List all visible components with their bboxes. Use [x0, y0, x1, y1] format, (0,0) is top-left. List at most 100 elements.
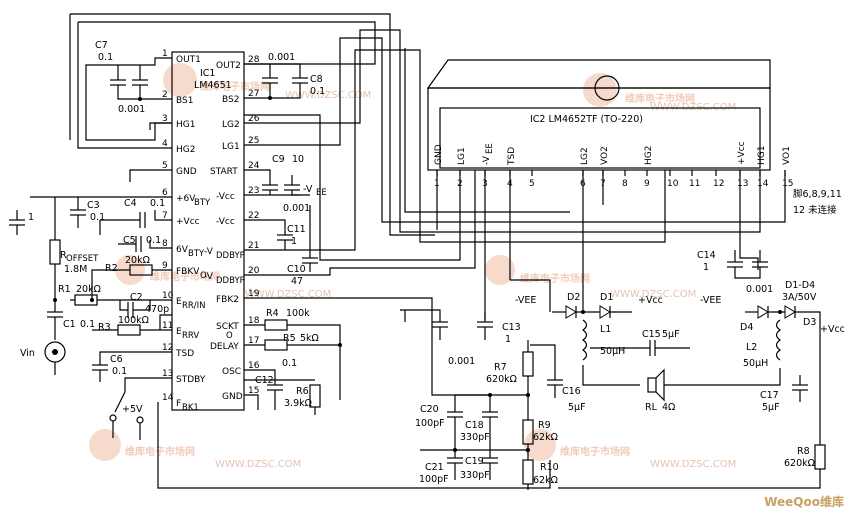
ic1-pin-number: 12	[162, 343, 173, 353]
value-c14: 1	[703, 262, 709, 273]
watermark-layer: 维库电子市场网 WWW.DZSC.COM 维库电子市场网 WWW.DZSC.CO…	[89, 63, 736, 470]
ic1-pin-subscript: DDBYP	[216, 251, 245, 261]
ic1-pin-number: 23	[248, 186, 259, 196]
ic1-pin-subscript: BK1	[182, 403, 199, 413]
value-r4: 100k	[286, 308, 310, 319]
label-r8: R8	[797, 446, 810, 457]
value-c1big: 1	[28, 212, 34, 223]
ic1-pin-number: 7	[162, 211, 168, 221]
ic2-label: IC2 LM4652TF (TO-220)	[530, 114, 643, 125]
ic1-pin-name: -V	[204, 272, 214, 282]
watermark-text: 维库电子市场网	[125, 445, 195, 458]
ic1-pin-number: 11	[162, 321, 173, 331]
value-l2: 50μH	[743, 358, 768, 369]
label-c5: C5	[123, 235, 136, 246]
ic1-pin-number: 17	[248, 336, 259, 346]
ic1-part: LM4651	[194, 80, 232, 91]
ic2-pin-name: HG1	[757, 146, 767, 165]
watermark-text: 维库电子市场网	[200, 80, 270, 93]
ic2-note-line2: 12 未连接	[793, 204, 837, 216]
watermark-url: WWW.DZSC.COM	[215, 459, 301, 470]
value-c2: 470p	[145, 304, 169, 315]
label-roffset-sub: OFFSET	[66, 254, 99, 264]
ic2-pin-number: 15	[782, 179, 793, 189]
ic1-pin-subscript: BTY	[194, 198, 211, 208]
label-c3: C3	[87, 200, 100, 211]
label-r4: R4	[266, 308, 279, 319]
label-d1: D1	[600, 292, 613, 303]
label-c17: C17	[760, 390, 779, 401]
label-r6: R6	[296, 386, 309, 397]
value-c7b: 0.001	[118, 104, 145, 115]
ic1-pin-number: 1	[162, 49, 168, 59]
value-c4: 0.1	[150, 198, 165, 209]
value-c8: 0.1	[310, 86, 325, 97]
ic1-pin-name: FBKV	[176, 267, 200, 277]
watermark-text: 维库电子市场网	[625, 92, 695, 105]
label-r5: R5	[283, 333, 296, 344]
ic1-pin-number: 22	[248, 211, 259, 221]
value-c9b: 0.001	[283, 203, 310, 214]
value-c12: 0.1	[282, 358, 297, 369]
label-r2: R2	[105, 263, 118, 274]
label-c11: C11	[287, 224, 306, 235]
ic2-pin-name: GND	[434, 144, 444, 165]
label-d2: D2	[567, 292, 580, 303]
ic1-pin-name: -Vcc	[216, 217, 235, 227]
label-r7: R7	[494, 362, 507, 373]
ic1-pin-name: SCKT	[216, 322, 239, 332]
ic1-pin-name: E	[176, 297, 182, 307]
label-c4: C4	[124, 198, 137, 209]
ic1-pin-name: F	[176, 399, 181, 409]
ic1-pin-name: HG2	[176, 145, 195, 155]
value-c11: 1	[291, 236, 297, 247]
value-c14b: 0.001	[746, 284, 773, 295]
label-c6: C6	[110, 354, 123, 365]
ic1-pin-number: 16	[248, 361, 260, 371]
label-c14: C14	[697, 250, 716, 261]
label-c2: C2	[130, 292, 143, 303]
ic1-pin-subscript: DDBYP	[216, 276, 245, 286]
label-r1: R1	[58, 284, 71, 295]
ic1-pin-number: 8	[162, 239, 168, 249]
ic1-pin-name: TSD	[175, 349, 194, 359]
ic2-pin-name: VO1	[782, 146, 792, 165]
wiring	[9, 13, 826, 490]
value-c13: 1	[505, 334, 511, 345]
label-vee1: -V	[303, 184, 313, 195]
ic1-pin-subscript: RRV	[182, 331, 199, 341]
ic1-pin-name: OSC	[222, 367, 241, 377]
ic2-pin-number: 8	[622, 179, 628, 189]
label-l2: L2	[746, 342, 757, 353]
ic1-pin-name: LG1	[222, 142, 240, 152]
value-c13b: 0.001	[448, 356, 475, 367]
label-vcc-b: +Vcc	[820, 324, 845, 335]
value-c5: 0.1	[146, 235, 161, 246]
ic2-pin-name: VO2	[600, 146, 610, 165]
label-c21: C21	[425, 462, 444, 473]
value-c10: 47	[291, 276, 303, 287]
label-d1-d4: D1-D4	[785, 280, 815, 291]
value-c9: 10	[292, 154, 304, 165]
value-r8: 620kΩ	[784, 458, 815, 469]
label-d4: D4	[740, 322, 753, 333]
value-c20: 100pF	[415, 418, 445, 429]
value-r9: 62kΩ	[533, 432, 558, 443]
value-d1-d4: 3A/50V	[782, 292, 817, 303]
ic1-pin-number: 28	[248, 55, 260, 65]
value-r2: 20kΩ	[125, 255, 150, 266]
ic2-pin-number: 14	[757, 179, 769, 189]
value-r7: 620kΩ	[486, 374, 517, 385]
ic1-pin-number: 10	[162, 291, 174, 301]
ic1-pin-name: +6V	[176, 194, 196, 204]
watermark-url: WWW.DZSC.COM	[245, 289, 331, 300]
label-vcc-a: +Vcc	[638, 295, 663, 306]
value-c21: 100pF	[419, 474, 449, 485]
ic1-name: IC1	[200, 68, 215, 79]
label-r10: R10	[540, 462, 559, 473]
value-l1: 50μH	[600, 346, 625, 357]
ic2-pin-number: 13	[737, 179, 748, 189]
value-r10: 62kΩ	[533, 475, 558, 486]
